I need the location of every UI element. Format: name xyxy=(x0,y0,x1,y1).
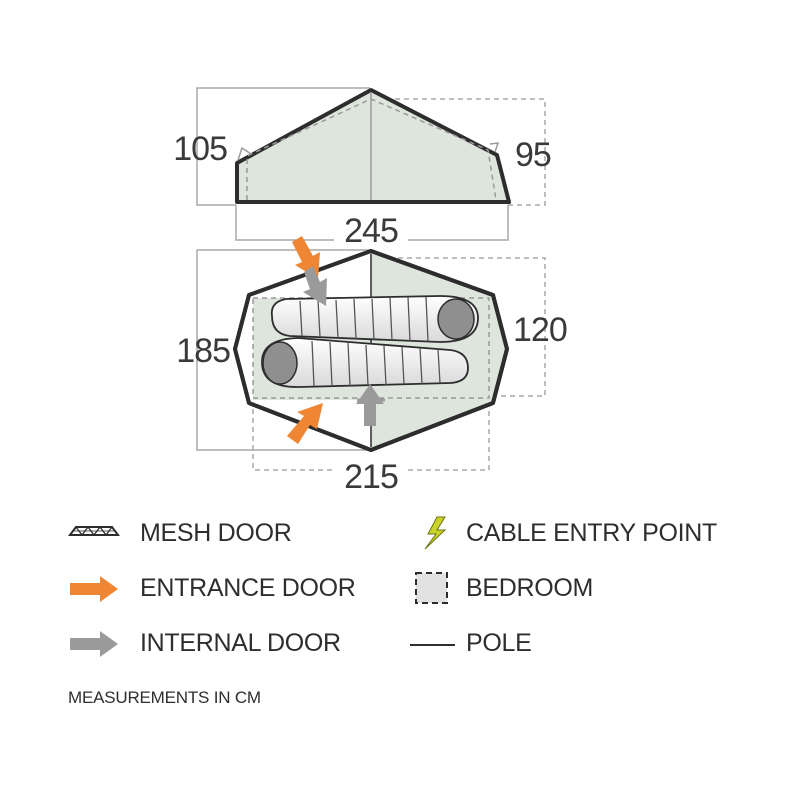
sleeping-bag-bottom xyxy=(261,337,469,388)
internal-door-arrow-top xyxy=(303,266,327,306)
side-elevation: 105 95 xyxy=(173,87,552,206)
dim-line-width xyxy=(196,249,371,451)
dim-height-left: 105 xyxy=(173,130,227,168)
legend-icons xyxy=(68,516,455,657)
dim-bedroom-width: 120 xyxy=(513,311,567,349)
sleeping-bag-top xyxy=(270,295,479,343)
tent-footprint-outline xyxy=(233,249,509,452)
tent-side-outline xyxy=(235,88,511,204)
dim-height-right: 95 xyxy=(515,136,551,174)
dim-width: 185 xyxy=(176,332,230,370)
vent-right xyxy=(489,142,500,153)
dim-length: 245 xyxy=(344,212,398,250)
dim-bedroom-length: 215 xyxy=(344,458,398,496)
internal-door-arrow-bottom xyxy=(356,384,385,426)
dim-label-bg-length xyxy=(334,212,408,246)
mesh-door-icon xyxy=(68,525,120,537)
dim-line-left-height xyxy=(196,87,370,206)
entrance-door-icon xyxy=(70,576,118,602)
measurements-note: MEASUREMENTS IN CM xyxy=(68,688,261,707)
dim-line-bedroom-width xyxy=(371,257,546,397)
dim-line-right-height xyxy=(395,98,546,206)
floor-plan: 185 120 215 xyxy=(176,236,568,496)
internal-door-icon xyxy=(70,631,118,657)
dim-label-bg-bedroom-length xyxy=(334,458,408,492)
bedroom-icon xyxy=(415,572,448,604)
vent-left xyxy=(237,146,252,161)
entrance-door-arrow-bottom xyxy=(287,403,323,444)
lightning-bolt-icon xyxy=(424,516,447,550)
